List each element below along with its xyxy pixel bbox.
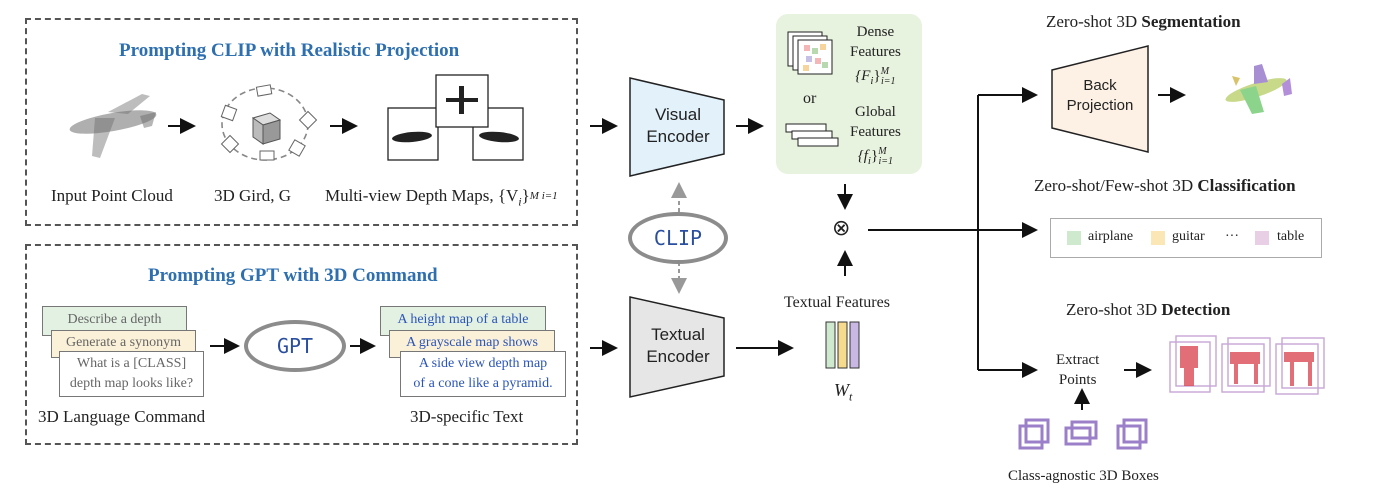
global-line-2: Features <box>850 124 901 140</box>
wt-sub: t <box>849 389 853 404</box>
textual-encoder-line-2: Encoder <box>646 347 710 366</box>
gpt-model: GPT <box>244 320 346 372</box>
visual-encoder-line-2: Encoder <box>646 127 710 146</box>
legend-swatch-guitar <box>1151 231 1165 245</box>
segmentation-title: Zero-shot 3D Segmentation <box>1046 12 1241 32</box>
legend-label-airplane: airplane <box>1088 229 1134 244</box>
classification-legend: airplane guitar ··· table <box>1050 218 1322 258</box>
realistic-projection-panel <box>25 18 578 226</box>
classification-title: Zero-shot/Few-shot 3D Classification <box>1034 176 1296 196</box>
legend-label-table: table <box>1277 229 1305 244</box>
caption-3d-specific-text: 3D-specific Text <box>410 407 524 426</box>
global-symbol: {fi}Mi=1 <box>857 146 894 167</box>
or-label: or <box>803 90 817 107</box>
class-agnostic-boxes-caption: Class-agnostic 3D Boxes <box>1008 468 1159 484</box>
caption-depth-text: Multi-view Depth Maps, {V <box>325 186 519 205</box>
text-line-2: of a cone like a pyramid. <box>413 376 553 391</box>
text-line-1: A side view depth map <box>418 356 548 371</box>
classification-prefix: Zero-shot/Few-shot 3D <box>1034 176 1198 195</box>
textual-features-label: Textual Features <box>784 294 890 311</box>
panel-title-projection: Prompting CLIP with Realistic Projection <box>119 40 460 61</box>
back-projection-label: Back Projection <box>1058 76 1142 116</box>
legend-ellipsis: ··· <box>1225 229 1239 244</box>
back-projection-line-1: Back <box>1083 77 1117 94</box>
multiply-operator: ⊗ <box>832 216 851 241</box>
dense-features-label: Dense Features {Fi}Mi=1 <box>850 22 901 92</box>
global-sym: {f <box>857 148 868 164</box>
dense-sym: {F <box>855 68 871 84</box>
classification-bold: Classification <box>1197 176 1296 195</box>
detection-prefix: Zero-shot 3D <box>1066 300 1162 319</box>
extract-line-2: Points <box>1058 372 1097 388</box>
extract-line-1: Extract <box>1056 352 1100 368</box>
global-features-label: Global Features {fi}Mi=1 <box>850 102 901 172</box>
extract-points-label: Extract Points <box>1056 350 1099 390</box>
dense-symbol: {Fi}Mi=1 <box>855 66 896 87</box>
caption-3d-grid: 3D Gird, G <box>214 186 291 205</box>
global-line-1: Global <box>855 104 896 120</box>
legend-swatch-table <box>1255 231 1269 245</box>
segmentation-prefix: Zero-shot 3D <box>1046 12 1142 31</box>
visual-encoder-line-1: Visual <box>655 105 701 124</box>
visual-encoder-label: Visual Encoder <box>640 104 716 148</box>
command-line-2: depth map looks like? <box>69 376 194 391</box>
segmentation-bold: Segmentation <box>1141 12 1241 31</box>
caption-3d-language-command: 3D Language Command <box>38 407 206 426</box>
dense-line-1: Dense <box>856 24 895 40</box>
back-projection-line-2: Projection <box>1066 97 1134 114</box>
gpt-command-panel <box>25 244 578 445</box>
textual-encoder-label: Textual Encoder <box>638 324 718 368</box>
panel-title-gpt: Prompting GPT with 3D Command <box>148 265 438 286</box>
textual-encoder-line-1: Textual <box>651 325 705 344</box>
caption-depth-sub: i <box>518 194 522 209</box>
detection-bold: Detection <box>1161 300 1231 319</box>
clip-model: CLIP <box>628 212 728 264</box>
caption-depth-tail: } <box>521 186 530 205</box>
wt-letter: W <box>834 380 849 400</box>
legend-label-guitar: guitar <box>1172 229 1205 244</box>
detection-title: Zero-shot 3D Detection <box>1066 300 1230 320</box>
wt-symbol: Wt <box>834 380 852 405</box>
dense-line-2: Features <box>850 44 901 60</box>
caption-depth-range: M i=1 <box>529 190 558 202</box>
command-line-1: What is a [CLASS] <box>76 356 187 371</box>
caption-input-point-cloud: Input Point Cloud <box>51 186 173 205</box>
caption-depth-maps: Multi-view Depth Maps, {Vi}M i=1 <box>325 186 558 209</box>
command-card-3: What is a [CLASS] depth map looks like? <box>59 351 204 397</box>
legend-swatch-airplane <box>1067 231 1081 245</box>
text-card-3: A side view depth map of a cone like a p… <box>400 351 566 397</box>
